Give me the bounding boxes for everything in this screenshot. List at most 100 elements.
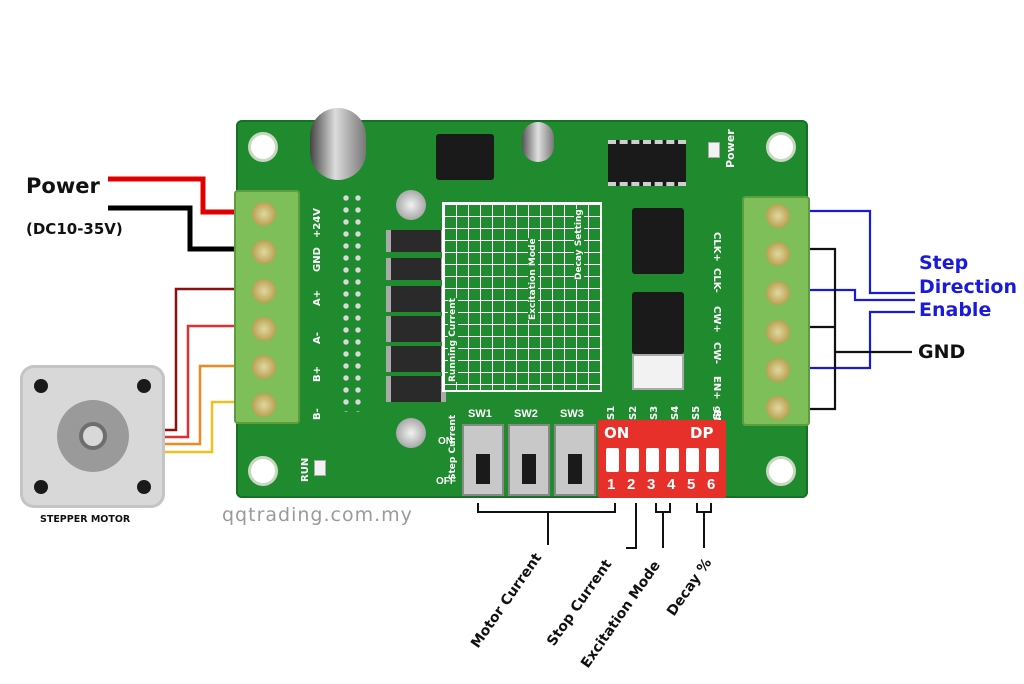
screw-terminal-r3	[766, 281, 790, 305]
dip-number-3: 3	[647, 476, 656, 493]
voltage-regulator	[436, 134, 494, 180]
dip-number-2: 2	[627, 476, 636, 493]
table-step-current: Step Current	[448, 414, 458, 480]
left-terminal-label-5: B+	[312, 365, 323, 382]
motor-wire-dark-red	[160, 287, 238, 432]
motor-hole-bl	[34, 480, 48, 494]
dip-top-label-1: S1	[606, 405, 617, 420]
power-led-label: Power	[724, 129, 737, 168]
dip-top-label-3: S3	[649, 405, 660, 420]
power-red-wire	[108, 176, 238, 215]
power-label: Power	[26, 174, 100, 198]
off-label: OFF	[436, 476, 456, 487]
direction-label: Direction	[919, 276, 1017, 298]
table-running-current: Running Current	[448, 298, 458, 382]
diode-2	[386, 258, 446, 280]
screw-terminal-5	[252, 355, 276, 379]
motor-wire-yellow	[160, 400, 238, 454]
screw-terminal-r1	[766, 204, 790, 228]
diode-3	[386, 286, 446, 312]
dip-lever-4[interactable]	[666, 448, 679, 472]
screw-terminal-r5	[766, 358, 790, 382]
mosfet-1	[632, 208, 684, 274]
dip-top-label-2: S2	[628, 405, 639, 420]
slide-switch-1-knob	[476, 454, 490, 484]
direction-wire	[808, 288, 915, 302]
table-excitation-mode: Excitation Mode	[528, 238, 538, 320]
mount-hole-br	[766, 456, 796, 486]
power-range-label: (DC10-35V)	[26, 220, 123, 238]
slide-switch-2[interactable]	[508, 424, 550, 496]
dip-lever-5[interactable]	[686, 448, 699, 472]
left-terminal-label-4: A-	[312, 332, 323, 344]
step-label: Step	[919, 252, 969, 274]
on-label: ON	[438, 436, 453, 447]
pin-header	[340, 192, 364, 412]
motor-hole-br	[137, 480, 151, 494]
right-terminal-label-2: CLK-	[711, 268, 722, 293]
mount-hole-tr	[766, 132, 796, 162]
power-black-wire	[108, 205, 238, 252]
dip-top-label-6: S6	[712, 405, 723, 420]
dip-on-label: ON	[604, 424, 630, 442]
dip-top-label-4: S4	[670, 405, 681, 420]
mount-hole-tl	[248, 132, 278, 162]
dip-lever-3[interactable]	[646, 448, 659, 472]
diode-6	[386, 376, 446, 402]
excitation-bracket	[655, 503, 671, 513]
screw-terminal-1	[252, 202, 276, 226]
motor-hole-tr	[137, 379, 151, 393]
dip-lever-6[interactable]	[706, 448, 719, 472]
sw3-label: SW3	[560, 408, 584, 420]
run-label: RUN	[300, 457, 311, 482]
motor-wire-red	[160, 324, 238, 439]
screw-terminal-r4	[766, 320, 790, 344]
right-terminal-label-5: EN+	[711, 376, 722, 400]
dip-number-4: 4	[667, 476, 676, 493]
dip-lever-2[interactable]	[626, 448, 639, 472]
enable-wire	[808, 310, 915, 370]
dip-dp-label: DP	[690, 424, 714, 442]
dip-number-1: 1	[607, 476, 616, 493]
mosfet-2	[632, 292, 684, 354]
right-terminal-label-1: CLK+	[711, 232, 722, 262]
dip-number-6: 6	[707, 476, 716, 493]
screw-terminal-4	[252, 317, 276, 341]
electrolytic-capacitor	[310, 108, 366, 180]
right-terminal-block	[742, 196, 810, 426]
screw-terminal-6	[252, 393, 276, 417]
dip-lever-1[interactable]	[606, 448, 619, 472]
enable-label: Enable	[919, 299, 992, 321]
pcb-board: Power +24V GND A+ A- B+ B- Running Curre…	[234, 108, 810, 498]
motor-wire-orange	[160, 364, 238, 446]
screw-top	[396, 190, 426, 220]
slide-switch-3[interactable]	[554, 424, 596, 496]
table-decay-setting: Decay Setting	[574, 209, 584, 280]
stepper-motor-label: STEPPER MOTOR	[40, 514, 131, 525]
slide-switch-3-knob	[568, 454, 582, 484]
right-terminal-label-3: CW+	[711, 306, 722, 333]
slide-switch-1[interactable]	[462, 424, 504, 496]
dip-switch[interactable]: ON DP 1 2 3 4 5 6	[598, 420, 726, 498]
gnd-label: GND	[918, 341, 966, 363]
stop-current-leader	[626, 503, 637, 549]
power-led	[708, 142, 720, 158]
diode-5	[386, 346, 446, 372]
motor-hole-tl	[34, 379, 48, 393]
left-terminal-label-6: B-	[312, 408, 323, 420]
dip-top-label-5: S5	[691, 405, 702, 420]
decay-bracket	[696, 503, 712, 513]
screw-bottom	[396, 418, 426, 448]
ic-chip	[608, 140, 686, 186]
small-capacitor	[522, 122, 554, 162]
dip-number-5: 5	[687, 476, 696, 493]
left-terminal-label-2: GND	[312, 247, 323, 272]
diode-1	[386, 230, 446, 252]
screw-terminal-2	[252, 240, 276, 264]
run-led	[314, 460, 326, 476]
left-terminal-label-3: A+	[312, 289, 323, 306]
motor-shaft	[79, 422, 107, 450]
right-terminal-label-4: CW-	[711, 342, 722, 365]
gnd-wire-1	[808, 247, 837, 411]
